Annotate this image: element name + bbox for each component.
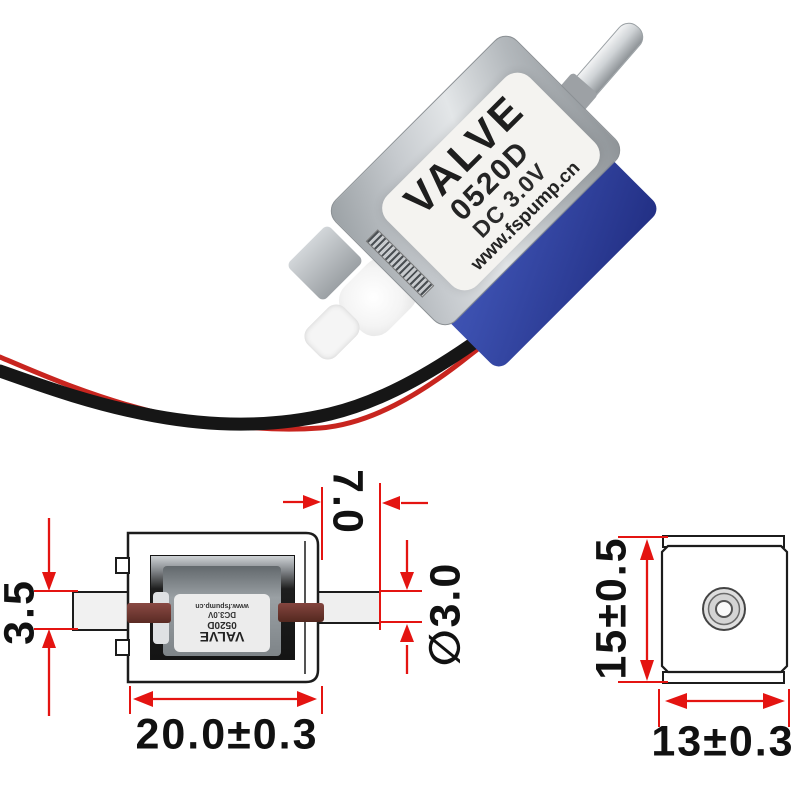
frame-tab-top	[115, 557, 130, 574]
inner-valve-label: VALVE 0520D DC3.0V www.fspump.cn	[174, 594, 270, 652]
dim-front-height: 15±0.5	[587, 536, 636, 680]
front-view-drawing	[660, 535, 789, 684]
inner-label-line-website: www.fspump.cn	[195, 602, 249, 609]
dimension-lines	[34, 483, 790, 727]
inner-label-line-voltage: DC3.0V	[208, 610, 237, 619]
black-wire	[0, 323, 499, 431]
dim-port-diameter: ∅3.0	[421, 561, 470, 667]
inner-label-line-valve: VALVE	[199, 629, 245, 645]
inner-label-line-model: 0520D	[207, 619, 237, 630]
front-port-hole	[715, 600, 733, 618]
front-bottom-flange	[662, 671, 785, 684]
wire-stub-right	[278, 603, 324, 622]
dim-front-width: 13±0.3	[651, 717, 795, 766]
dim-port-height: 3.5	[0, 579, 44, 645]
side-view-inner-photo: VALVE 0520D DC3.0V www.fspump.cn	[150, 555, 295, 660]
side-right-port	[317, 591, 381, 624]
dim-body-length: 20.0±0.3	[135, 710, 319, 759]
wire-stub-left	[127, 603, 171, 623]
side-left-port	[72, 591, 131, 631]
frame-tab-bottom	[115, 639, 130, 656]
dim-port-length: 7.0	[323, 469, 372, 535]
